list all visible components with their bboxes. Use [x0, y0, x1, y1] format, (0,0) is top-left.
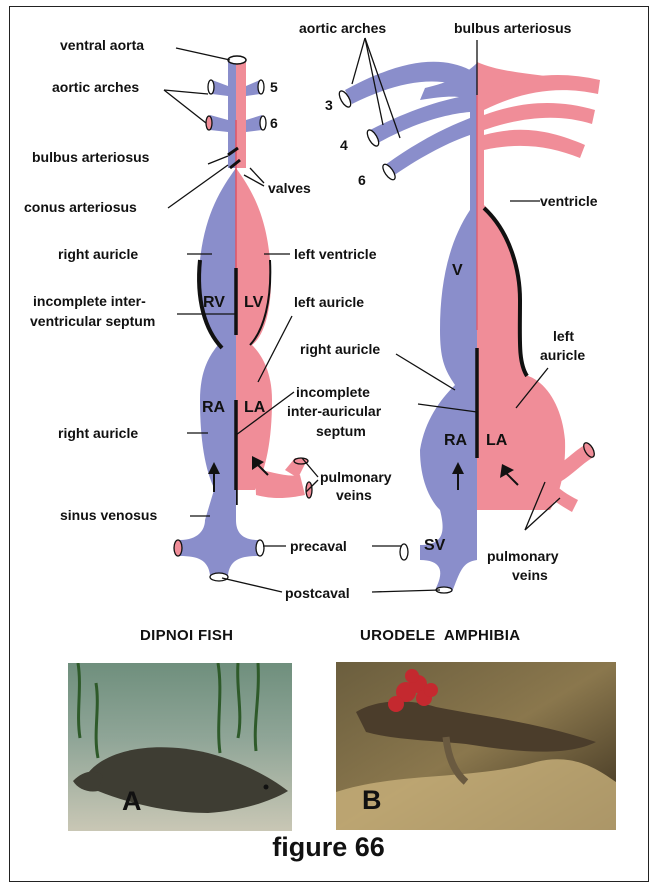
- label-right-auricle-right: right auricle: [300, 341, 380, 357]
- label-sinus-venosus: sinus venosus: [60, 507, 157, 523]
- label-arch-6-left: 6: [270, 115, 278, 131]
- photo-dipnoi-fish: A: [68, 663, 292, 831]
- label-arch-6-right: 6: [358, 172, 366, 188]
- label-conus-arteriosus: conus arteriosus: [24, 199, 137, 215]
- label-left-auricle-right-2: auricle: [540, 347, 585, 363]
- label-ventral-aorta: ventral aorta: [60, 37, 144, 53]
- label-pulmonary-veins-left-2: veins: [336, 487, 372, 503]
- chamber-la-right: LA: [486, 432, 508, 449]
- label-pulmonary-veins-left-1: pulmonary: [320, 469, 392, 485]
- label-aortic-arches-right: aortic arches: [299, 20, 386, 36]
- label-right-auricle-bottom: right auricle: [58, 425, 138, 441]
- label-incomplete-ia-2: inter-auricular: [287, 403, 382, 419]
- label-incomplete-iv-2: ventricular septum: [30, 313, 155, 329]
- dipnoi-heart: RV LV RA LA ventral aorta aortic: [24, 37, 392, 601]
- label-left-auricle-right-1: left: [553, 328, 574, 344]
- label-postcaval: postcaval: [285, 585, 350, 601]
- photo-letter-a: A: [122, 786, 142, 817]
- label-precaval: precaval: [290, 538, 347, 554]
- heart-comparison-diagram: RV LV RA LA ventral aorta aortic: [0, 0, 657, 620]
- chamber-ra-right: RA: [444, 432, 468, 449]
- label-arch-4: 4: [340, 137, 348, 153]
- label-ventricle: ventricle: [540, 193, 598, 209]
- chamber-sv-right: SV: [424, 537, 446, 554]
- chamber-lv-left: LV: [244, 294, 264, 311]
- label-pulmonary-veins-right-1: pulmonary: [487, 548, 559, 564]
- label-left-auricle-left: left auricle: [294, 294, 364, 310]
- label-arch-5: 5: [270, 79, 278, 95]
- photo-urodele-amphibia: B: [336, 662, 616, 830]
- photo-letter-b: B: [362, 785, 382, 816]
- chamber-ra-left: RA: [202, 399, 226, 416]
- figure-title: figure 66: [0, 832, 657, 863]
- fish-illustration: [68, 663, 292, 831]
- label-pulmonary-veins-right-2: veins: [512, 567, 548, 583]
- label-arch-3: 3: [325, 97, 333, 113]
- label-right-auricle-top: right auricle: [58, 246, 138, 262]
- chamber-la-left: LA: [244, 399, 266, 416]
- label-bulbus-arteriosus-left: bulbus arteriosus: [32, 149, 150, 165]
- label-incomplete-iv-1: incomplete inter-: [33, 293, 146, 309]
- label-aortic-arches-left: aortic arches: [52, 79, 139, 95]
- label-left-ventricle: left ventricle: [294, 246, 377, 262]
- label-valves: valves: [268, 180, 311, 196]
- label-incomplete-ia-3: septum: [316, 423, 366, 439]
- label-bulbus-arteriosus-right: bulbus arteriosus: [454, 20, 572, 36]
- chamber-rv-left: RV: [203, 294, 225, 311]
- caption-urodele-amphibia: URODELE AMPHIBIA: [360, 627, 520, 644]
- chamber-v-right: V: [452, 262, 463, 279]
- label-incomplete-ia-1: incomplete: [296, 384, 370, 400]
- caption-dipnoi-fish: DIPNOI FISH: [140, 627, 233, 644]
